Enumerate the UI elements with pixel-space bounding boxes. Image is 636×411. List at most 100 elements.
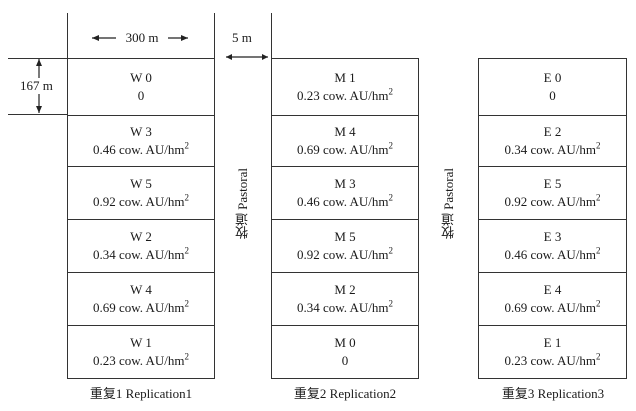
stocking-rate-value: 0.69: [296, 142, 320, 157]
plot-cell: E 5 0.92 cow. AU/hm2: [479, 166, 626, 219]
stocking-rate-unit: cow. AU/hm2: [320, 298, 394, 315]
unit-exponent: 2: [184, 245, 190, 256]
rep2-left-guide: [271, 13, 272, 58]
plot-id: E 3: [543, 229, 562, 244]
unit-text: cow. AU/hm: [118, 353, 185, 368]
stocking-rate: 0.23 cow. AU/hm2: [297, 87, 393, 105]
unit-exponent: 2: [596, 298, 601, 309]
stocking-rate-value: 0: [137, 88, 145, 103]
stocking-rate-unit: cow. AU/hm2: [527, 192, 601, 209]
stocking-rate-value: 0.23: [504, 353, 528, 368]
plot-cell: E 2 0.34 cow. AU/hm2: [479, 115, 626, 166]
stocking-rate-unit: cow. AU/hm2: [320, 141, 393, 157]
pastoral-lane-2: 牧道 Pastoral: [441, 168, 456, 240]
stocking-rate-value: 0.92: [296, 247, 320, 262]
plot-id: E 1: [543, 335, 562, 350]
stocking-rate-unit: cow. AU/hm2: [527, 352, 600, 368]
plot-id: M 2: [334, 282, 356, 297]
stocking-rate-value: 0.92: [92, 194, 116, 209]
unit-exponent: 2: [596, 245, 601, 256]
stocking-rate-value: 0.69: [92, 300, 116, 315]
plot-cell: W 4 0.69 cow. AU/hm2: [68, 272, 214, 325]
unit-text: cow. AU/hm: [530, 142, 597, 157]
stocking-rate-unit: cow. AU/hm2: [116, 351, 190, 368]
plot-id: M 4: [334, 124, 356, 139]
unit-exponent: 2: [388, 245, 394, 256]
unit-text: cow. AU/hm: [322, 247, 389, 262]
stocking-rate-value: 0.34: [504, 142, 528, 157]
plot-id: W 5: [130, 176, 152, 191]
stocking-rate-value: 0.92: [504, 194, 528, 209]
unit-text: cow. AU/hm: [118, 194, 185, 209]
stocking-rate: 0.23 cow. AU/hm2: [504, 352, 600, 370]
stocking-rate: 0.46 cow. AU/hm2: [93, 141, 189, 159]
plot-cell: M 5 0.92 cow. AU/hm2: [272, 219, 418, 272]
stocking-rate-value: 0: [341, 353, 349, 368]
stocking-rate: 0.69 cow. AU/hm2: [297, 141, 393, 159]
pastoral-lane-1: 牧道 Pastoral: [235, 168, 250, 240]
stocking-rate: 0.34 cow. AU/hm2: [297, 299, 393, 317]
unit-text: cow. AU/hm: [118, 247, 185, 262]
stocking-rate-value: 0.46: [504, 247, 528, 262]
stocking-rate: 0.92 cow. AU/hm2: [297, 246, 393, 264]
plot-id: E 5: [543, 176, 562, 191]
plot-id: E 0: [543, 70, 562, 85]
unit-text: cow. AU/hm: [530, 353, 597, 368]
stocking-rate: 0.92 cow. AU/hm2: [504, 193, 600, 211]
bottom-left-guide: [8, 114, 68, 115]
stocking-rate: 0.34 cow. AU/hm2: [504, 141, 600, 159]
unit-exponent: 2: [184, 298, 190, 309]
unit-exponent: 2: [388, 86, 394, 97]
rep1-right-guide: [214, 13, 215, 58]
stocking-rate: 0.69 cow. AU/hm2: [504, 299, 600, 317]
plot-id: W 1: [130, 335, 152, 350]
stocking-rate-value: 0.23: [92, 353, 116, 368]
unit-text: cow. AU/hm: [322, 300, 389, 315]
stocking-rate: 0: [138, 87, 145, 105]
plot-cell: M 2 0.34 cow. AU/hm2: [272, 272, 418, 325]
plot-id: W 4: [130, 282, 152, 297]
stocking-rate: 0.92 cow. AU/hm2: [93, 193, 189, 211]
unit-exponent: 2: [184, 140, 190, 151]
unit-exponent: 2: [388, 298, 394, 309]
stocking-rate-value: 0: [549, 88, 556, 103]
plot-cell: M 4 0.69 cow. AU/hm2: [272, 115, 418, 166]
stocking-rate: 0.69 cow. AU/hm2: [93, 299, 189, 317]
width-arrow-icon: [92, 35, 188, 41]
stocking-rate: 0: [549, 87, 556, 105]
plot-id: E 4: [543, 282, 562, 297]
stocking-rate-value: 0.69: [504, 300, 528, 315]
plot-id: M 5: [334, 229, 356, 244]
stocking-rate-unit: cow. AU/hm2: [527, 298, 601, 315]
stocking-rate: 0.46 cow. AU/hm2: [297, 193, 393, 211]
unit-text: cow. AU/hm: [530, 300, 597, 315]
stocking-rate-unit: cow. AU/hm2: [116, 298, 190, 315]
stocking-rate-unit: cow. AU/hm2: [116, 245, 190, 262]
unit-exponent: 2: [596, 192, 601, 203]
plot-cell: W 3 0.46 cow. AU/hm2: [68, 115, 214, 166]
stocking-rate: 0.46 cow. AU/hm2: [504, 246, 600, 264]
plot-id: W 0: [130, 70, 152, 85]
unit-text: cow. AU/hm: [530, 247, 597, 262]
unit-text: cow. AU/hm: [118, 142, 185, 157]
gap-label: 5 m: [232, 30, 252, 45]
unit-text: cow. AU/hm: [322, 88, 389, 103]
plot-id: E 2: [543, 124, 562, 139]
unit-exponent: 2: [184, 351, 190, 362]
unit-text: cow. AU/hm: [322, 194, 389, 209]
stocking-rate-unit: cow. AU/hm2: [320, 245, 394, 262]
stocking-rate-unit: cow. AU/hm2: [320, 193, 393, 209]
top-left-guide: [8, 58, 68, 59]
plot-id: W 3: [130, 124, 152, 139]
rep1-left-guide: [67, 13, 68, 58]
unit-exponent: 2: [184, 192, 190, 203]
stocking-rate-unit: cow. AU/hm2: [527, 141, 600, 157]
